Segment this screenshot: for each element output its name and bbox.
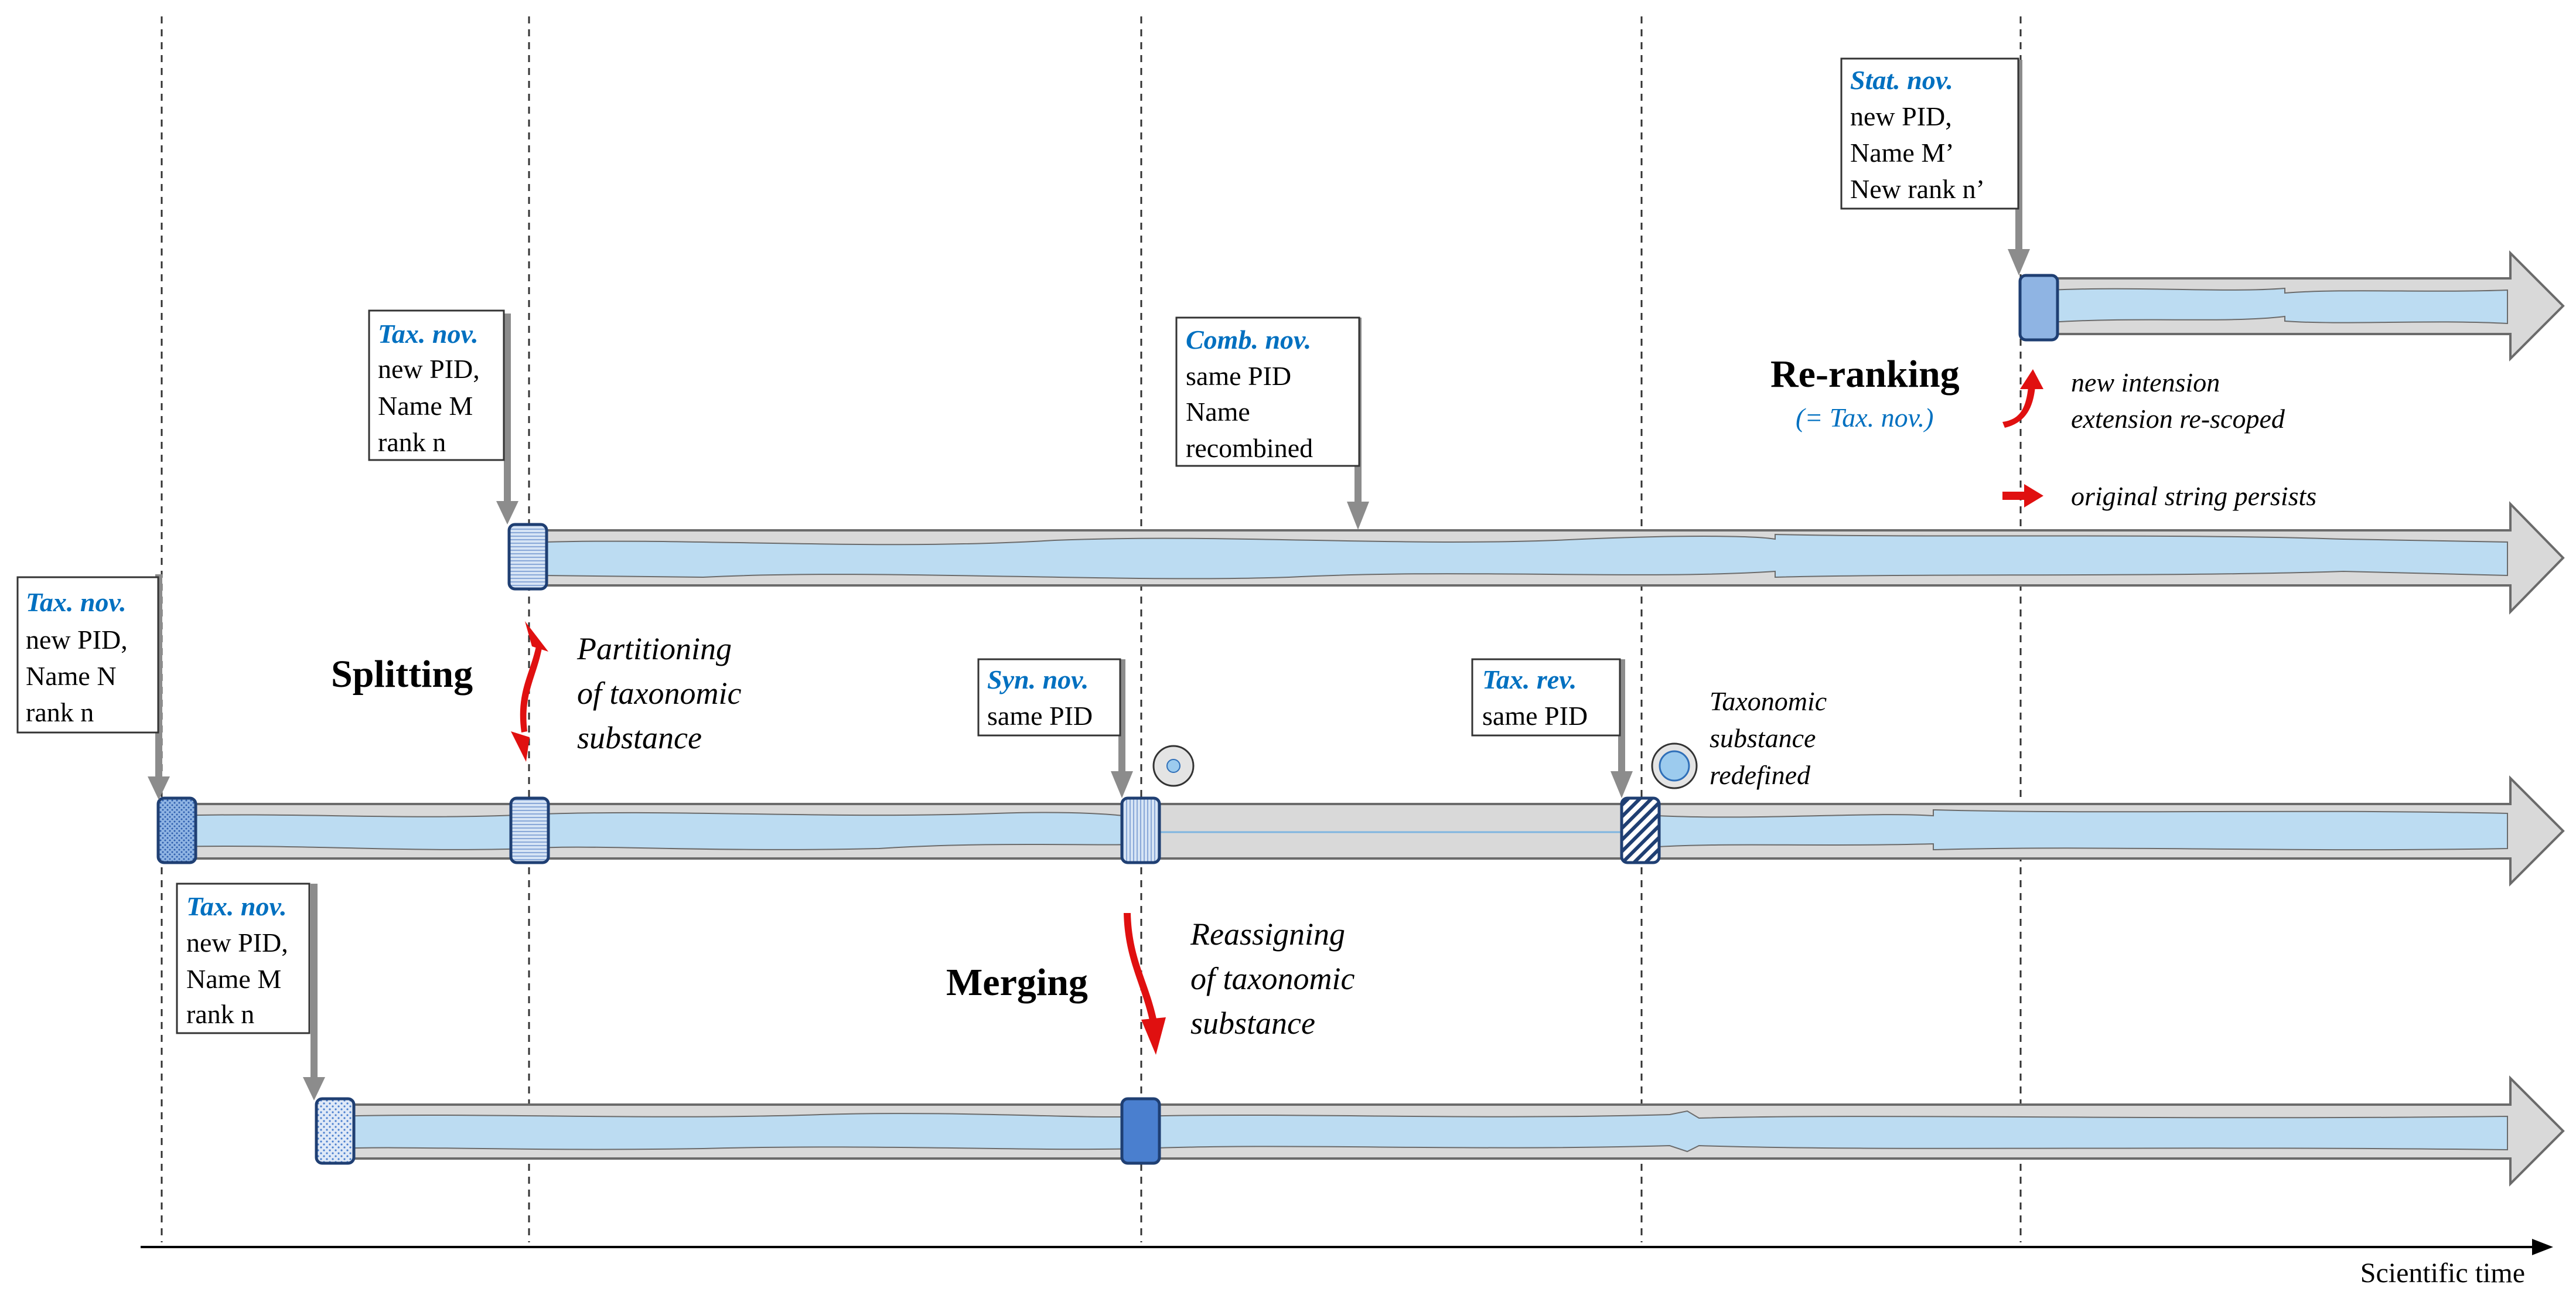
substance-stream — [2050, 287, 2508, 325]
box-syn-nov: Syn. nov. same PID — [977, 658, 1121, 737]
label-merging: Merging — [946, 961, 1088, 1004]
label-new-intension-line: new intension — [2071, 367, 2220, 397]
split-double-arrow — [511, 621, 548, 762]
box-line: New rank n’ — [1850, 174, 1985, 204]
substance-stream — [544, 533, 2508, 580]
substance-stream — [1657, 809, 2508, 851]
node-tax-rev — [1620, 796, 1661, 864]
label-substance-redefined-line: redefined — [1710, 760, 1811, 790]
box-stat-nov: Stat. nov. new PID, Name M’ New rank n’ — [1840, 57, 2019, 210]
box-tax-nov-bottom: Tax. nov. new PID, Name M rank n — [176, 883, 311, 1034]
time-axis: Scientific time — [141, 1239, 2553, 1289]
box-line: rank n — [378, 427, 446, 457]
label-partitioning-line: of taxonomic — [577, 676, 741, 711]
box-line: Name M — [186, 964, 281, 994]
label-original-string: original string persists — [2071, 481, 2316, 511]
box-line: new PID, — [1850, 101, 1952, 131]
red-arrows — [511, 369, 2043, 1055]
node-merge — [1120, 1097, 1161, 1165]
box-title: Tax. rev. — [1482, 665, 1577, 694]
label-splitting: Splitting — [331, 653, 473, 696]
label-new-intension-line: extension re-scoped — [2071, 404, 2285, 434]
lineage-arrow-middle — [161, 775, 2565, 887]
box-line: Name M’ — [1850, 138, 1954, 168]
axis-label: Scientific time — [2360, 1258, 2525, 1289]
box-line: same PID — [987, 701, 1093, 731]
box-comb-nov: Comb. nov. same PID Name recombined — [1175, 316, 1360, 467]
box-line: new PID, — [378, 354, 480, 384]
box-tax-rev: Tax. rev. same PID — [1471, 658, 1621, 737]
box-line: same PID — [1186, 361, 1291, 391]
box-title: Syn. nov. — [987, 665, 1089, 694]
box-line: rank n — [186, 999, 254, 1029]
box-title: Tax. nov. — [378, 319, 479, 349]
label-reassigning-line: substance — [1190, 1006, 1315, 1041]
box-title: Tax. nov. — [186, 891, 287, 921]
label-reassigning-line: Reassigning — [1190, 917, 1345, 952]
label-substance-redefined-line: substance — [1710, 723, 1816, 753]
box-line: same PID — [1482, 701, 1588, 731]
node-origin-name-n — [156, 796, 197, 864]
pointer-arrow-tax-nov-top — [496, 314, 518, 524]
lineage-arrow-bottom — [315, 1075, 2565, 1187]
persist-arrow — [2002, 484, 2043, 507]
lineage-arrow-reranked — [2032, 250, 2565, 362]
box-line: new PID, — [26, 625, 128, 655]
box-title: Tax. nov. — [26, 587, 127, 617]
box-tax-nov-left: Tax. nov. new PID, Name N rank n — [16, 576, 159, 734]
time-markers — [161, 16, 2022, 1242]
substance-circle-icon — [1152, 745, 1195, 787]
label-reassigning-line: of taxonomic — [1190, 961, 1354, 996]
node-split-top — [507, 523, 548, 591]
substance-circle-icon — [1651, 742, 1698, 789]
node-split-middle — [509, 796, 550, 864]
label-partitioning-line: Partitioning — [576, 631, 732, 666]
pointer-arrow-tax-nov-bottom — [303, 884, 325, 1101]
box-title: Comb. nov. — [1186, 325, 1311, 355]
box-line: rank n — [26, 697, 94, 727]
lineage-arrow-top — [528, 501, 2565, 615]
box-line: Name — [1186, 397, 1250, 427]
merge-arrow — [1124, 913, 1166, 1055]
substance-stream — [175, 812, 1142, 850]
node-syn-nov — [1120, 796, 1161, 864]
box-line: Name N — [26, 661, 117, 691]
label-reranking: Re-ranking — [1770, 353, 1960, 396]
box-tax-nov-top: Tax. nov. new PID, Name M rank n — [368, 309, 505, 461]
label-substance-redefined-line: Taxonomic — [1710, 686, 1827, 716]
substance-stream — [333, 1110, 2508, 1153]
box-line: Name M — [378, 391, 473, 421]
box-line: recombined — [1186, 433, 1313, 463]
node-origin-bottom — [315, 1097, 356, 1165]
box-title: Stat. nov. — [1850, 65, 1953, 95]
nodes — [156, 274, 2059, 1165]
rerank-curved-arrow — [2002, 369, 2043, 428]
node-rerank — [2018, 274, 2059, 342]
box-line: new PID, — [186, 928, 288, 958]
label-partitioning-line: substance — [577, 720, 702, 755]
label-reranking-sub: (= Tax. nov.) — [1796, 403, 1933, 432]
